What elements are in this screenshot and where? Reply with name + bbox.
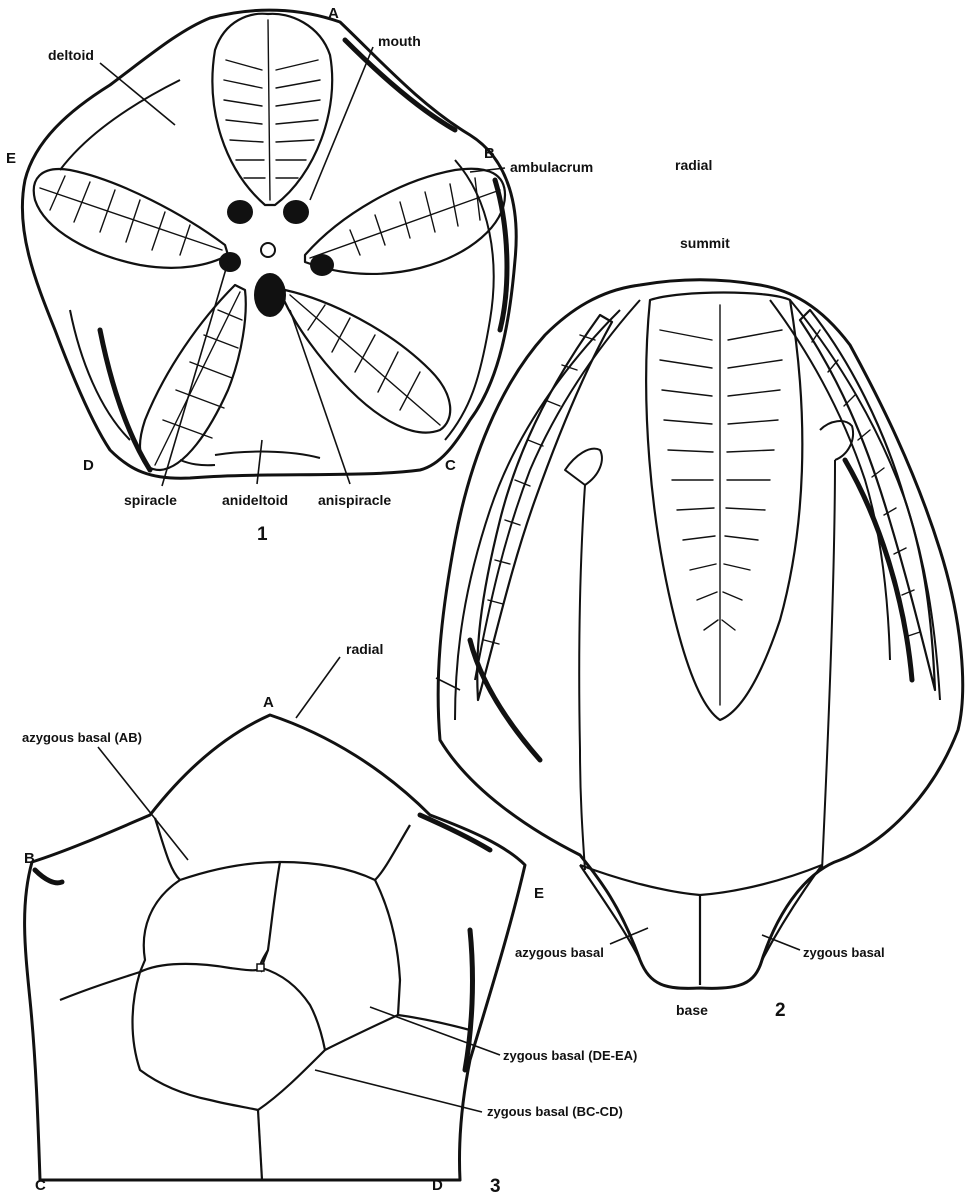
fig3-letter-a: A bbox=[263, 694, 274, 711]
fig3-letter-d: D bbox=[432, 1177, 443, 1194]
spiracle-ab-right bbox=[283, 200, 309, 224]
figure-3-outer-outline bbox=[25, 715, 525, 1180]
figure-1-number: 1 bbox=[257, 524, 268, 545]
ambulacrum-e bbox=[34, 169, 228, 268]
figure-3-basal-view: radial azygous basal (AB) zygous basal (… bbox=[22, 641, 637, 1195]
fig2-label-zygous-basal: zygous basal bbox=[803, 945, 885, 960]
fig3-label-zygous-basal-de-ea: zygous basal (DE-EA) bbox=[503, 1048, 637, 1063]
fig1-letter-b: B bbox=[484, 145, 495, 162]
label-mouth: mouth bbox=[378, 33, 421, 49]
fig3-letter-b: B bbox=[24, 850, 35, 867]
mouth-opening bbox=[261, 243, 275, 257]
ambulacrum-d bbox=[140, 285, 246, 470]
spiracle-ab-left bbox=[227, 200, 253, 224]
fig3-label-zygous-basal-bc-cd: zygous basal (BC-CD) bbox=[487, 1104, 623, 1119]
fig1-letter-a: A bbox=[328, 5, 339, 22]
label-anideltoid: anideltoid bbox=[222, 492, 288, 508]
ambulacrum-b bbox=[305, 169, 505, 274]
figure-2-theca-outline bbox=[438, 280, 963, 989]
spiracle-bc bbox=[310, 254, 334, 276]
fig1-letter-d: D bbox=[83, 457, 94, 474]
figure-3-number: 3 bbox=[490, 1176, 501, 1195]
label-anispiracle: anispiracle bbox=[318, 492, 391, 508]
fig3-label-azygous-basal-ab: azygous basal (AB) bbox=[22, 730, 142, 745]
fig2-label-radial: radial bbox=[675, 157, 712, 173]
fig2-label-summit: summit bbox=[680, 235, 730, 251]
ambulacrum-a bbox=[212, 14, 332, 205]
figure-1-inner-outline bbox=[60, 80, 494, 440]
spiracle-de bbox=[219, 252, 241, 272]
fig2-label-base: base bbox=[676, 1002, 708, 1018]
figure-2-side-view: radial summit azygous basal zygous basal… bbox=[436, 157, 963, 1021]
figure-2-number: 2 bbox=[775, 1000, 786, 1021]
anispiracle-opening bbox=[254, 273, 286, 317]
figure-2-central-ambulacrum bbox=[646, 293, 802, 721]
fig3-label-radial: radial bbox=[346, 641, 383, 657]
fig2-label-azygous-basal: azygous basal bbox=[515, 945, 604, 960]
label-spiracle: spiracle bbox=[124, 492, 177, 508]
label-ambulacrum: ambulacrum bbox=[510, 159, 593, 175]
fig3-letter-c: C bbox=[35, 1177, 46, 1194]
fig1-letter-c: C bbox=[445, 457, 456, 474]
fig1-letter-e: E bbox=[6, 150, 16, 167]
figure-2-basal-line bbox=[580, 865, 822, 895]
figure-1-oral-view: deltoid mouth ambulacrum spiracle anidel… bbox=[6, 5, 593, 545]
fig3-letter-e: E bbox=[534, 885, 544, 902]
label-deltoid: deltoid bbox=[48, 47, 94, 63]
